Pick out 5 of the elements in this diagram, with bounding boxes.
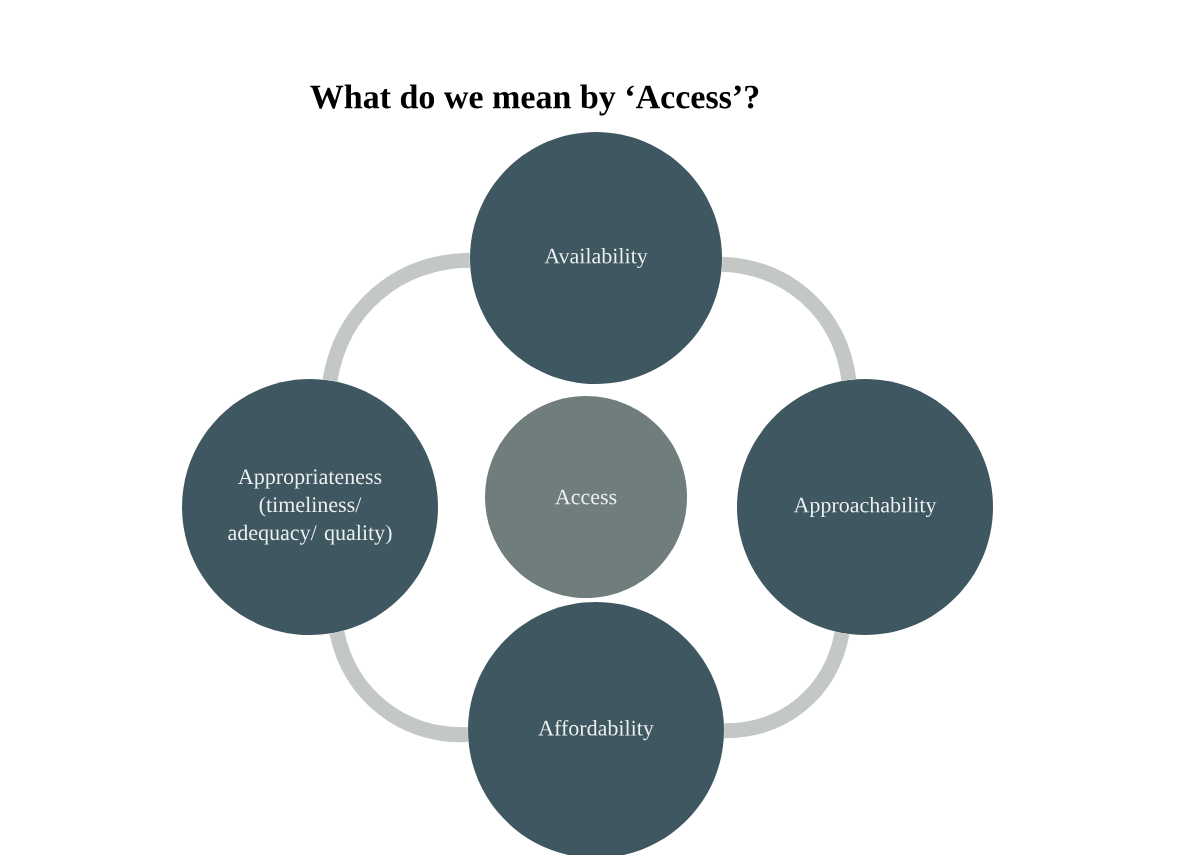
ring-arc — [329, 630, 469, 743]
ring-arc — [721, 256, 857, 382]
ring-arc — [723, 631, 850, 739]
ring-arc — [322, 252, 471, 382]
title: What do we mean by ‘Access’? — [310, 84, 759, 116]
